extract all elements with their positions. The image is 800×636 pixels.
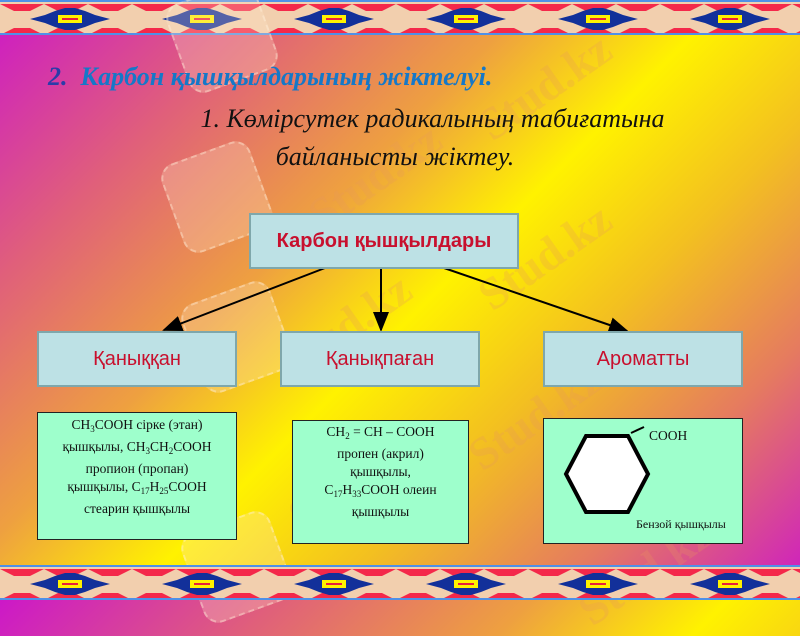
top-ornament-band — [0, 0, 800, 35]
ornament-pattern-icon — [0, 2, 800, 33]
benzene-ring-icon — [563, 426, 651, 514]
heading-text: Карбон қышқылдарының жіктелуі. — [80, 62, 493, 91]
subheading-line-1: 1. Көмірсутек радикалының табиғатына — [200, 104, 665, 133]
carboxyl-group-label: COOH — [649, 428, 688, 443]
category-unsaturated: Қанықпаған — [280, 331, 480, 387]
ornament-pattern-icon — [0, 567, 800, 598]
subheading-line-2: байланысты жіктеу. — [275, 142, 515, 171]
aromatic-example: COOH Бензой қышқылы — [543, 418, 743, 544]
benzoic-acid-label: Бензой қышқылы — [636, 517, 726, 531]
arrow-to-saturated — [162, 267, 326, 331]
bottom-ornament-band — [0, 565, 800, 600]
heading-number: 2. — [48, 62, 68, 91]
slide-subheading: 1. Көмірсутек радикалының табиғатына бай… — [0, 100, 800, 176]
category-aromatic: Ароматты — [543, 331, 743, 387]
category-saturated: Қаныққан — [37, 331, 237, 387]
saturated-examples: CH3COOH сірке (этан) қышқылы, CH3CH2COOH… — [37, 412, 237, 540]
slide-heading: 2. Карбон қышқылдарының жіктелуі. — [48, 62, 492, 92]
connector-arrows — [162, 267, 629, 333]
arrow-to-aromatic — [443, 267, 629, 333]
root-node-carboxylic-acids: Карбон қышқылдары — [249, 213, 519, 269]
unsaturated-examples: CH2 = CH – COOH пропен (акрил) қышқылы, … — [292, 420, 469, 544]
